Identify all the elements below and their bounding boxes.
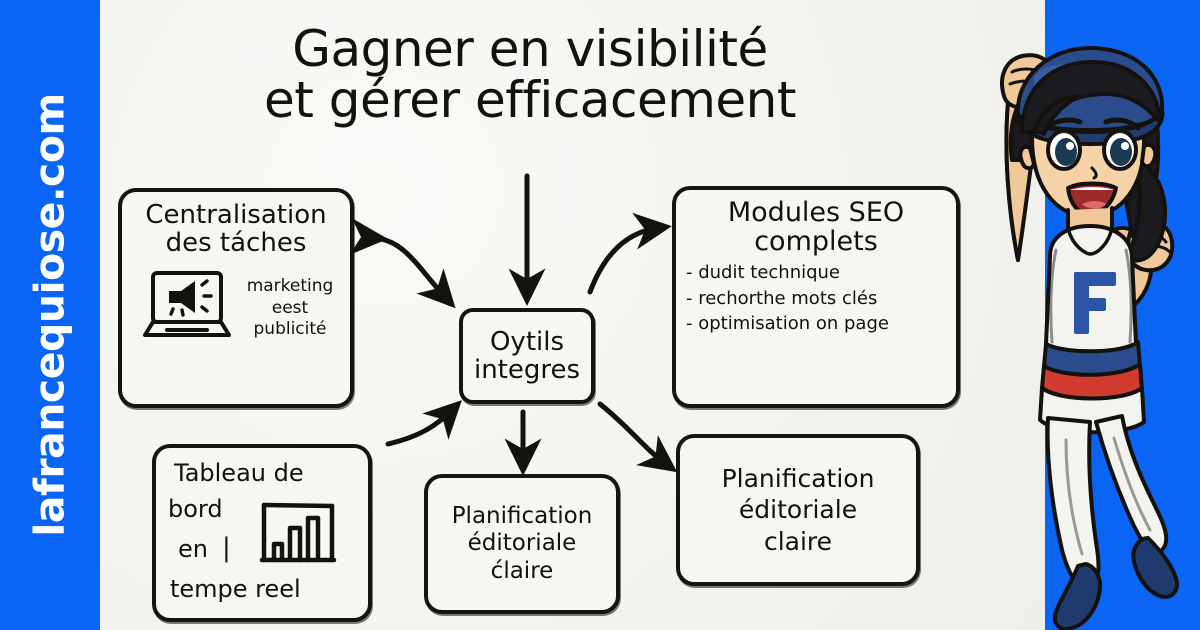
caption-line-1: marketing (246, 276, 334, 297)
card-centralisation-illustration-row: marketing eest publicité (122, 265, 350, 351)
card-tableau-line2: bord (168, 495, 223, 523)
card-planification-right[interactable]: Planification éditoriale claire (676, 434, 920, 586)
card-tableau-line1: Tableau de (174, 459, 304, 487)
card-tableau-layout: Tableau de bord en | tempe reel (156, 448, 368, 618)
card-tableau-tick-mark: | (222, 533, 231, 563)
site-name-watermark: lafrancequiose.com (26, 93, 75, 537)
card-centralisation-caption: marketing eest publicité (247, 276, 334, 339)
card-plan-center-line3: ćlaire (490, 557, 554, 584)
card-seo-heading-line2: complets (754, 225, 878, 257)
card-planification-center[interactable]: Planification éditoriale ćlaire (424, 474, 620, 614)
card-outils-line1: Oytils (489, 326, 565, 357)
card-centralisation-heading-line2: des táches (165, 227, 307, 258)
card-plan-right-line1: Planification (721, 463, 875, 493)
card-planification-center-text: Planification éditoriale ćlaire (452, 503, 593, 586)
card-seo-bullet: - rechorthe mots clés (686, 287, 878, 309)
card-plan-center-line2: éditoriale (467, 530, 577, 557)
card-outils-integres[interactable]: Oytils integres (459, 308, 595, 404)
card-seo-bullet: - optimisation on page (686, 313, 889, 335)
card-outils-text: Oytils integres (474, 328, 580, 384)
card-seo-bullet-list: - dudit technique - rechorthe mots clés … (686, 260, 956, 337)
card-tableau-line3: en (178, 535, 208, 563)
cheering-woman-illustration (1000, 46, 1179, 630)
laptop-megaphone-icon (142, 271, 231, 338)
card-seo-heading-line1: Modules SEO (727, 197, 905, 228)
card-centralisation[interactable]: Centralisation des táches (118, 188, 354, 408)
title-line-1: Gagner en visibilité (292, 20, 768, 78)
card-planification-right-text: Planification éditoriale claire (722, 463, 875, 558)
card-plan-center-line1: Planification (451, 502, 593, 529)
caption-line-3: publicité (253, 318, 327, 339)
card-outils-line2: integres (473, 355, 581, 385)
card-seo-heading: Modules SEO complets (684, 197, 948, 257)
card-seo[interactable]: Modules SEO complets - dudit technique -… (672, 186, 960, 408)
title-line-2: et gérer efficacement (264, 71, 796, 129)
page-title: Gagner en visibilité et gérer efficaceme… (180, 24, 880, 126)
card-centralisation-heading-line1: Centralisation (145, 200, 327, 230)
card-tableau-line4: tempe reel (170, 575, 301, 603)
caption-line-2: eest (271, 297, 309, 318)
site-watermark-rail: lafrancequiose.com (0, 0, 100, 630)
card-plan-right-line2: éditoriale (738, 495, 858, 525)
card-tableau-chart-wrap (256, 500, 340, 572)
card-tableau-de-bord[interactable]: Tableau de bord en | tempe reel (152, 444, 372, 622)
bar-chart-icon (259, 502, 337, 563)
card-plan-right-line3: claire (763, 526, 833, 556)
card-centralisation-heading: Centralisation des táches (128, 200, 344, 258)
card-seo-bullet: - dudit technique (686, 262, 841, 284)
